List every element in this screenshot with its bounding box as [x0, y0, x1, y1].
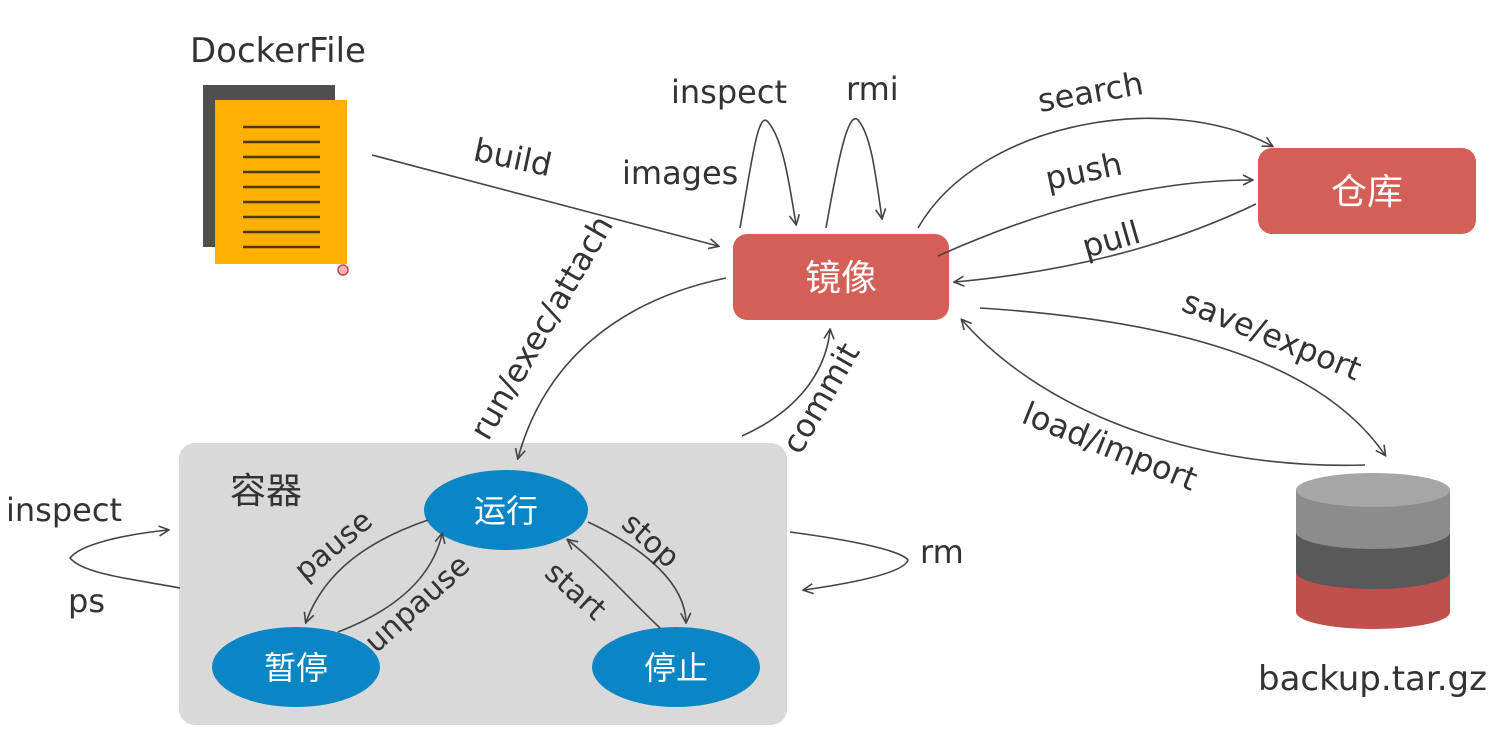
inspect-image-loop — [739, 119, 796, 229]
container-panel-label: 容器 — [230, 471, 302, 512]
commit-label: commit — [774, 336, 867, 460]
inspect-image-label: inspect — [671, 73, 787, 111]
rm-label: rm — [920, 533, 964, 571]
registry-node-label: 仓库 — [1331, 172, 1403, 213]
stop-arrow — [587, 521, 686, 622]
push-arrow — [937, 180, 1252, 257]
database-icon — [1296, 473, 1450, 629]
load-import-arrow — [962, 320, 1366, 467]
pull-arrow — [955, 203, 1257, 282]
save-export-arrow — [979, 307, 1385, 455]
stopped-state[interactable]: 停止 — [592, 627, 760, 707]
build-arrow — [371, 154, 718, 246]
registry-node[interactable]: 仓库 — [1258, 148, 1476, 234]
inspect-ps-loop — [68, 530, 181, 589]
paused-state[interactable]: 暂停 — [212, 627, 380, 707]
image-node[interactable]: 镜像 — [733, 234, 949, 320]
rm-loop — [789, 531, 909, 590]
commit-arrow — [741, 330, 830, 437]
dockerfile-label: DockerFile — [190, 31, 366, 71]
running-state[interactable]: 运行 — [424, 470, 588, 550]
rmi-loop — [825, 117, 882, 229]
stopped-state-label: 停止 — [644, 649, 708, 687]
search-arrow — [917, 117, 1272, 229]
load-import-label: load/import — [1017, 394, 1203, 498]
unpause-arrow — [337, 534, 442, 633]
cursor-dot-icon — [337, 264, 349, 276]
push-label: push — [1042, 145, 1126, 198]
build-label: build — [470, 131, 555, 185]
run-exec-attach-arrow — [518, 277, 727, 458]
pull-label: pull — [1078, 213, 1145, 266]
paused-state-label: 暂停 — [264, 649, 328, 687]
rmi-label: rmi — [846, 70, 899, 108]
dockerfile-icon — [203, 85, 347, 264]
backup-file-label: backup.tar.gz — [1258, 659, 1487, 699]
image-node-label: 镜像 — [805, 258, 877, 299]
start-arrow — [568, 540, 661, 629]
save-export-label: save/export — [1177, 282, 1367, 388]
images-label: images — [622, 154, 738, 192]
run-exec-attach-label: run/exec/attach — [462, 209, 621, 446]
running-state-label: 运行 — [474, 492, 538, 530]
arrows — [68, 117, 1385, 633]
search-label: search — [1035, 64, 1146, 120]
ps-label: ps — [68, 582, 105, 620]
pause-arrow — [306, 519, 429, 622]
inspect-container-label: inspect — [6, 491, 122, 529]
